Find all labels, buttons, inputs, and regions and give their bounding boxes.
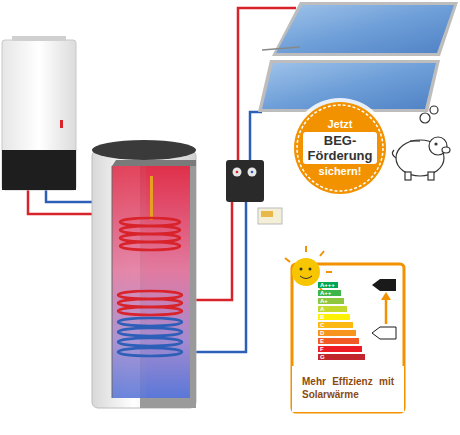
energy-class: A+: [320, 298, 328, 305]
energy-class: E: [320, 338, 324, 345]
energy-class: B: [320, 314, 324, 321]
gas-boiler: [2, 36, 76, 190]
solar-collector: [258, 2, 458, 112]
energy-label-caption: Mehr Effizienz mit Solarwärme: [294, 366, 402, 410]
energy-label: [285, 246, 404, 412]
promo-badge-text: JetztBEG- Förderungsichern!: [296, 104, 384, 192]
pump-station: [226, 160, 264, 202]
energy-class: G: [320, 354, 325, 361]
energy-class: A+++: [320, 282, 335, 289]
badge-text: sichern!: [319, 165, 362, 178]
energy-class: A: [320, 306, 324, 313]
boiler-pipes: [28, 188, 100, 214]
piggy-bank: [392, 106, 450, 180]
promo-badge: [290, 98, 390, 198]
energy-class: A++: [320, 290, 331, 297]
storage-tank: [92, 140, 196, 408]
badge-text: Jetzt: [327, 118, 352, 131]
energy-class: D: [320, 330, 324, 337]
energy-class: F: [320, 346, 324, 353]
badge-highlight: BEG- Förderung: [303, 132, 377, 164]
solar-pipes: [196, 8, 296, 352]
solar-controller: [258, 208, 282, 224]
caption-text: Mehr Effizienz mit Solarwärme: [302, 375, 394, 401]
energy-class: C: [320, 322, 324, 329]
